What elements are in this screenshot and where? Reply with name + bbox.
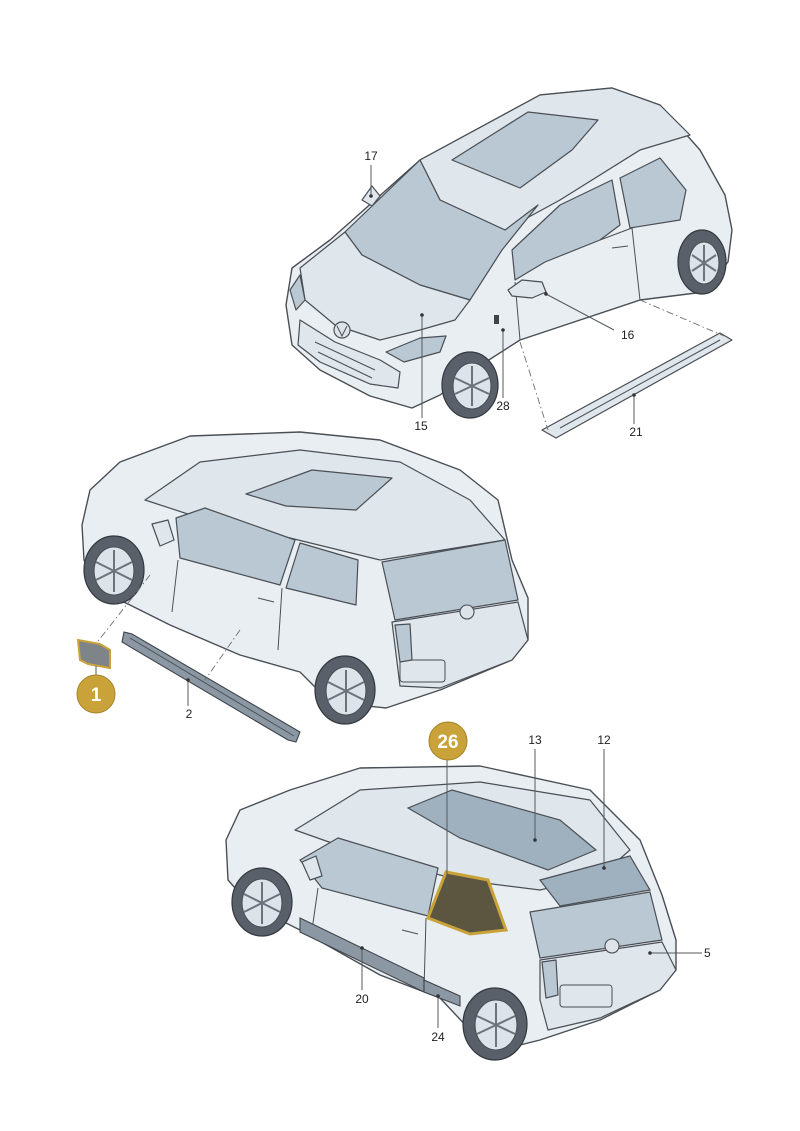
callout-15: 15: [414, 419, 428, 433]
callout-17: 17: [364, 149, 378, 163]
car-front-leaders: [369, 165, 725, 431]
callout-12: 12: [597, 733, 611, 747]
car-rear-lower-leaders: [360, 749, 702, 1028]
badge-part-26[interactable]: 26: [428, 721, 468, 761]
car-front-view: [285, 87, 733, 439]
callout-16: 16: [621, 328, 635, 342]
car-rear-leaders: [94, 574, 241, 706]
callout-28: 28: [496, 399, 510, 413]
badge-part-1-label: 1: [91, 685, 102, 706]
callout-20: 20: [355, 992, 369, 1006]
car-rear-view: [81, 431, 529, 743]
part-1-highlight[interactable]: [76, 638, 111, 670]
callout-21: 21: [629, 425, 643, 439]
callout-2: 2: [186, 707, 193, 721]
callout-13: 13: [528, 733, 542, 747]
callout-5: 5: [704, 946, 711, 960]
badge-part-26-label: 26: [437, 732, 458, 753]
callout-24: 24: [431, 1030, 445, 1044]
badge-part-1[interactable]: 1: [76, 674, 116, 714]
